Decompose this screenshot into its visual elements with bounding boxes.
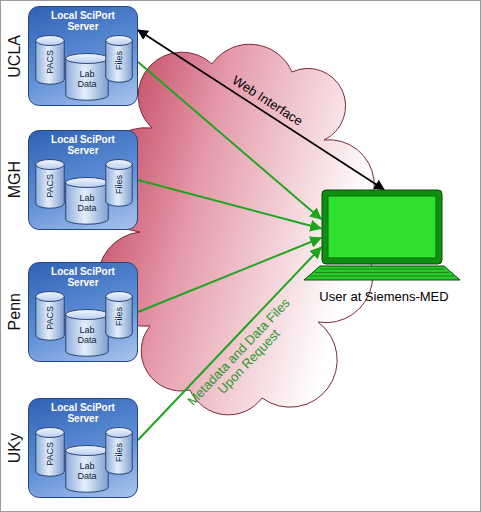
server-title: Local SciPort Server xyxy=(41,266,125,288)
cylinder-label-holder: Files xyxy=(105,41,133,81)
cylinder-label: PACS xyxy=(45,50,55,74)
cylinder-top xyxy=(106,160,133,170)
cylinder-top xyxy=(106,36,133,46)
server-box: MGHLocal SciPort ServerPACSLab DataFiles xyxy=(28,130,138,230)
cylinder-body xyxy=(36,164,65,208)
cylinder-body xyxy=(36,432,65,476)
cylinder-label-holder: Files xyxy=(105,297,133,337)
keyboard-row xyxy=(315,272,449,273)
cylinder-top xyxy=(66,310,109,320)
cylinder-body xyxy=(36,40,65,84)
site-label-holder: Penn xyxy=(4,263,26,361)
cylinder-body xyxy=(66,450,109,492)
site-label: MGH xyxy=(6,161,24,198)
cylinder-body xyxy=(66,314,109,356)
cylinder-label-holder: Files xyxy=(105,165,133,205)
server-box: UKyLocal SciPort ServerPACSLab DataFiles xyxy=(28,398,138,498)
cylinder-label: PACS xyxy=(45,442,55,466)
database-cylinder: Files xyxy=(105,427,133,475)
cylinder-label: Files xyxy=(114,51,124,70)
database-cylinder: Files xyxy=(105,35,133,83)
cylinder-label-holder: Lab Data xyxy=(65,59,109,99)
site-label-holder: UCLA xyxy=(4,7,26,105)
database-cylinder: PACS xyxy=(35,159,65,209)
cylinder-label-holder: PACS xyxy=(35,165,65,207)
cylinder-top xyxy=(106,428,133,438)
cylinder-top xyxy=(106,292,133,302)
database-cylinder: Lab Data xyxy=(65,309,109,357)
database-cylinder: Lab Data xyxy=(65,53,109,101)
server-title: Local SciPort Server xyxy=(41,402,125,424)
cylinder-label-holder: PACS xyxy=(35,297,65,339)
server-title: Local SciPort Server xyxy=(41,10,125,32)
database-cylinder: PACS xyxy=(35,291,65,341)
cylinder-label-holder: Lab Data xyxy=(65,451,109,491)
connector-arrow xyxy=(138,247,321,440)
connector-arrow xyxy=(138,30,384,190)
laptop-icon xyxy=(294,186,470,304)
connector-arrow xyxy=(138,180,321,228)
cylinder-label-holder: Lab Data xyxy=(65,183,109,223)
cylinder-label: Lab Data xyxy=(69,461,105,481)
database-cylinder: Files xyxy=(105,159,133,207)
connector-label: Metadata and Data Files Upon Request xyxy=(182,293,306,421)
cylinder-label-holder: Files xyxy=(105,433,133,473)
keyboard-row xyxy=(310,276,454,277)
cylinder-label: Lab Data xyxy=(69,193,105,213)
laptop-node: User at Siemens-MED xyxy=(294,186,474,304)
cylinder-label: Files xyxy=(114,443,124,462)
cylinder-top xyxy=(36,160,65,170)
database-cylinder: Lab Data xyxy=(65,177,109,225)
database-cylinder: PACS xyxy=(35,427,65,477)
connector-arrow xyxy=(138,62,321,219)
cylinder-label-holder: PACS xyxy=(35,433,65,475)
cylinder-top xyxy=(66,446,109,456)
cylinder-label: Files xyxy=(114,175,124,194)
cylinder-body xyxy=(106,296,133,338)
cylinder-top xyxy=(36,428,65,438)
cylinder-body xyxy=(66,58,109,100)
database-cylinder: Files xyxy=(105,291,133,339)
site-label-holder: MGH xyxy=(4,131,26,229)
cylinder-label: PACS xyxy=(45,306,55,330)
cylinder-label-holder: Lab Data xyxy=(65,315,109,355)
database-cylinder: Lab Data xyxy=(65,445,109,493)
site-label: UCLA xyxy=(6,35,24,78)
laptop-bezel xyxy=(322,190,442,264)
database-cylinder: PACS xyxy=(35,35,65,85)
cylinder-label-holder: PACS xyxy=(35,41,65,83)
site-label: Penn xyxy=(6,293,24,330)
cylinder-top xyxy=(66,178,109,188)
cylinder-body xyxy=(106,432,133,474)
cylinder-top xyxy=(36,292,65,302)
site-label: UKy xyxy=(6,433,24,463)
cylinder-top xyxy=(66,54,109,64)
laptop-screen xyxy=(328,196,436,258)
cylinder-label: Files xyxy=(114,307,124,326)
keyboard-row xyxy=(320,269,444,270)
server-box: UCLALocal SciPort ServerPACSLab DataFile… xyxy=(28,6,138,106)
cylinder-label: PACS xyxy=(45,174,55,198)
server-title: Local SciPort Server xyxy=(41,134,125,156)
cylinder-label: Lab Data xyxy=(69,69,105,89)
cylinder-body xyxy=(36,296,65,340)
cylinder-body xyxy=(106,164,133,206)
laptop-keyboard xyxy=(304,266,460,280)
user-label: User at Siemens-MED xyxy=(294,289,474,304)
cylinder-body xyxy=(106,40,133,82)
cylinder-top xyxy=(36,36,65,46)
cylinder-body xyxy=(66,182,109,224)
connector-label: Web Interface xyxy=(229,73,304,129)
cylinder-label: Lab Data xyxy=(69,325,105,345)
server-box: PennLocal SciPort ServerPACSLab DataFile… xyxy=(28,262,138,362)
site-label-holder: UKy xyxy=(4,399,26,497)
